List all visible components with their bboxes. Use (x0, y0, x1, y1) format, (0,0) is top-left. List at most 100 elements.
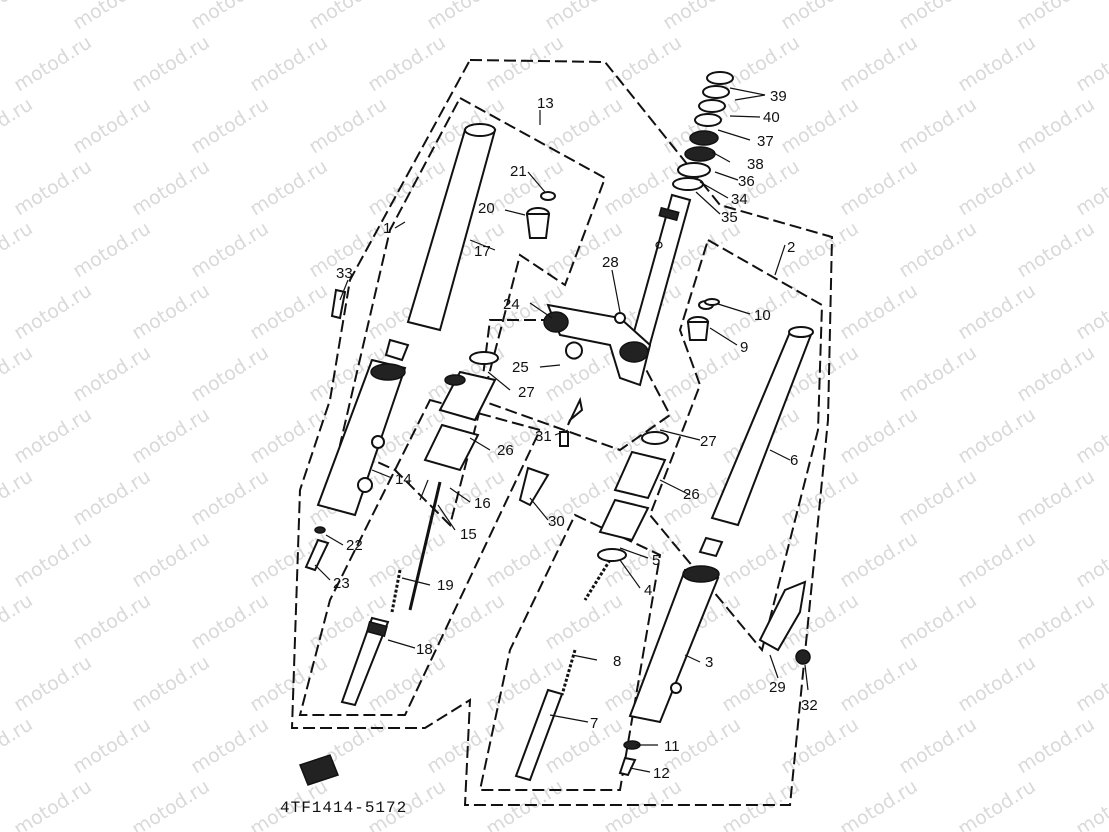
watermark-text: motod.ru (10, 279, 96, 344)
label-38: 38 (747, 156, 764, 173)
watermark-text: motod.ru (718, 31, 804, 96)
watermark-text: motod.ru (128, 527, 214, 592)
watermark-text: motod.ru (1072, 651, 1109, 716)
label-6: 6 (790, 452, 798, 469)
watermark-text: motod.ru (836, 403, 922, 468)
watermark-text: motod.ru (128, 775, 214, 832)
left-cap-bolt (525, 191, 556, 239)
drawing-code: 4TF1414-5172 (280, 799, 407, 817)
label-16: 16 (474, 495, 491, 512)
watermark-text: motod.ru (10, 155, 96, 220)
watermark-text: motod.ru (246, 651, 332, 716)
watermark-text: motod.ru (541, 713, 627, 778)
watermark-text: motod.ru (69, 713, 155, 778)
watermark-text: motod.ru (541, 93, 627, 158)
watermark-text: motod.ru (895, 589, 981, 654)
watermark-text: motod.ru (600, 31, 686, 96)
watermark-text: motod.ru (541, 0, 627, 34)
label-15: 15 (460, 526, 477, 543)
watermark-text: motod.ru (1013, 0, 1099, 34)
watermark-text: motod.ru (187, 0, 273, 34)
watermark-text: motod.ru (954, 155, 1040, 220)
left-outer-slider (316, 358, 407, 517)
watermark-text: motod.ru (0, 0, 37, 34)
outline-right-damper (478, 513, 662, 791)
label-32: 32 (801, 697, 818, 714)
watermark-text: motod.ru (69, 589, 155, 654)
watermark-text: motod.ru (895, 93, 981, 158)
watermark-text: motod.ru (0, 217, 37, 282)
watermark-text: motod.ru (246, 403, 332, 468)
watermark-text: motod.ru (246, 31, 332, 96)
watermark-text: motod.ru (187, 589, 273, 654)
watermark-text: motod.ru (364, 31, 450, 96)
watermark-text: motod.ru (10, 775, 96, 832)
label-26a: 26 (497, 442, 514, 459)
right-outer-slider (628, 565, 720, 724)
watermark-text: motod.ru (0, 465, 37, 530)
watermark-text: motod.ru (69, 465, 155, 530)
watermark-text: motod.ru (954, 775, 1040, 832)
watermark-text: motod.ru (69, 93, 155, 158)
label-36: 36 (738, 173, 755, 190)
label-24: 24 (503, 296, 520, 313)
outline-left-fork-group (338, 96, 607, 527)
label-21: 21 (510, 163, 527, 180)
watermark-text: motod.ru (954, 403, 1040, 468)
watermark-text: motod.ru (0, 713, 37, 778)
label-4: 4 (644, 582, 652, 599)
watermark-text: motod.ru (836, 31, 922, 96)
label-40: 40 (763, 109, 780, 126)
watermark-text: motod.ru (718, 651, 804, 716)
watermark-text: motod.ru (659, 341, 745, 406)
watermark-text: motod.ru (128, 651, 214, 716)
left-inner-tube (384, 123, 497, 362)
watermark-text: motod.ru (1072, 527, 1109, 592)
label-17: 17 (474, 243, 491, 260)
right-boot (598, 431, 669, 542)
watermark-text: motod.ru (777, 93, 863, 158)
watermark-text: motod.ru (895, 713, 981, 778)
watermark-text: motod.ru (836, 155, 922, 220)
watermark-text: motod.ru (895, 0, 981, 34)
watermark-text: motod.ru (1072, 403, 1109, 468)
watermark-text: motod.ru (659, 0, 745, 34)
watermark-text: motod.ru (1072, 155, 1109, 220)
watermark-text: motod.ru (69, 0, 155, 34)
leader-lines (314, 87, 809, 773)
watermark-text: motod.ru (777, 0, 863, 34)
label-11: 11 (664, 738, 680, 755)
watermark-text: motod.ru (128, 31, 214, 96)
outline-main-assembly (290, 58, 834, 806)
watermark-text: motod.ru (954, 651, 1040, 716)
label-31: 31 (535, 428, 552, 445)
right-damper-rod (514, 548, 627, 782)
watermark-text: motod.ru (1013, 217, 1099, 282)
left-boot (423, 351, 499, 472)
watermark-text: motod.ru (836, 651, 922, 716)
watermark-text: motod.ru (246, 155, 332, 220)
watermark-text: motod.ru (954, 527, 1040, 592)
watermark-text: motod.ru (128, 403, 214, 468)
label-13: 13 (537, 95, 554, 112)
watermark-text: motod.ru (187, 217, 273, 282)
label-2: 2 (787, 239, 795, 256)
watermark-text: motod.ru (1072, 31, 1109, 96)
watermark-text: motod.ru (0, 93, 37, 158)
label-3: 3 (705, 654, 713, 671)
label-8: 8 (613, 653, 621, 670)
watermark-text: motod.ru (187, 93, 273, 158)
watermark-text: motod.ru (482, 775, 568, 832)
label-23: 23 (333, 575, 350, 592)
watermark-text: motod.ru (1013, 713, 1099, 778)
outline-left-damper (298, 398, 542, 716)
watermark-text: motod.ru (305, 0, 391, 34)
watermark-text: motod.ru (836, 775, 922, 832)
watermark-text: motod.ru (541, 217, 627, 282)
watermark-text: motod.ru (777, 465, 863, 530)
label-27a: 27 (518, 384, 535, 401)
watermark-text: motod.ru (10, 527, 96, 592)
label-25: 25 (512, 359, 529, 376)
watermark-text: motod.ru (1072, 279, 1109, 344)
